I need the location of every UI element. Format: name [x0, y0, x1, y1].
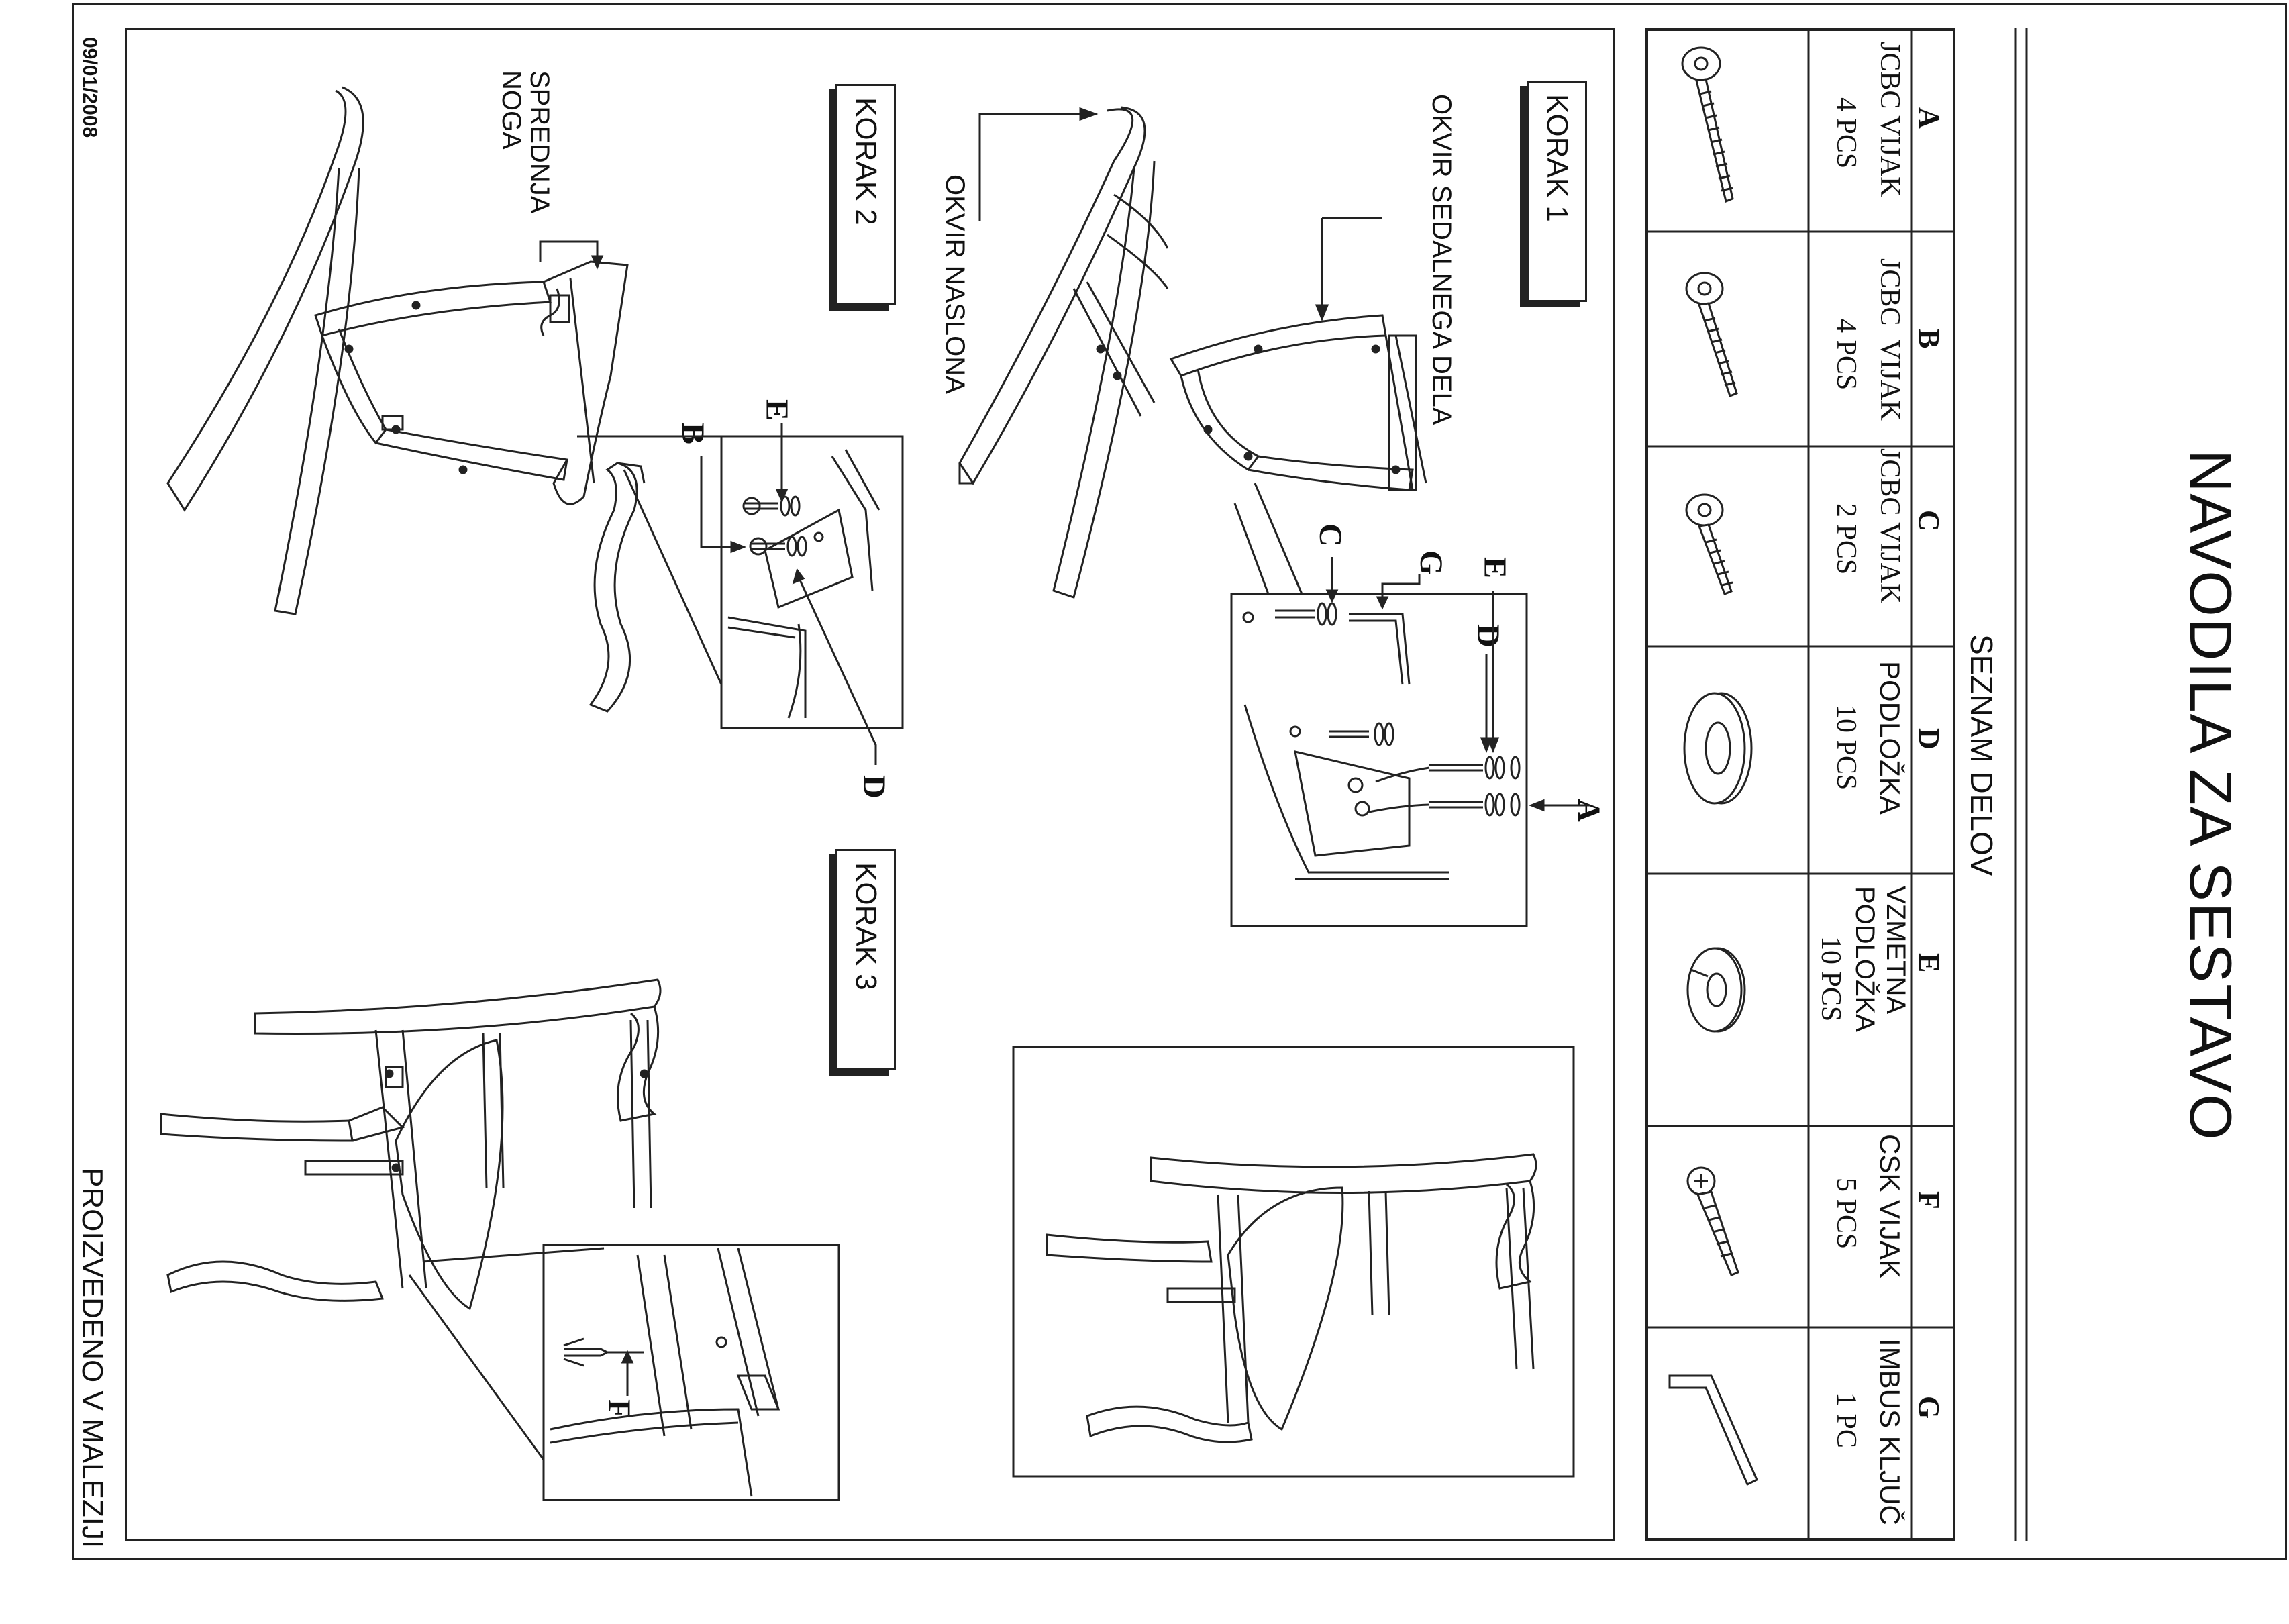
part-c-name: JCBC VIJAK [1874, 448, 1905, 604]
part-g-name: IMBUS KLJUČ [1874, 1339, 1906, 1525]
part-c-letter: C [1913, 510, 1945, 531]
document-date: 09/01/2008 [79, 37, 101, 138]
step2-label-box [835, 84, 896, 305]
part-d-letter: D [1913, 728, 1945, 750]
front-leg-label: SPREDNJA NOGA [497, 70, 554, 214]
step2-callout-d: D [856, 775, 892, 799]
step2-callout-b: B [675, 423, 711, 445]
assembly-area [125, 28, 1615, 1541]
part-e-name: VZMETNA PODLOŽKA [1850, 886, 1911, 1032]
part-b-qty: 4 PCS [1831, 319, 1862, 391]
part-f-qty: 5 PCS [1831, 1178, 1862, 1250]
step2-callout-e: E [759, 399, 795, 421]
part-d-name: PODLOŽKA [1874, 661, 1906, 815]
step1-callout-d: D [1470, 624, 1506, 648]
part-c-qty: 2 PCS [1831, 503, 1862, 575]
step3-label: KORAK 3 [850, 862, 882, 991]
part-b-name: JCBC VIJAK [1874, 258, 1905, 421]
seat-frame-label: OKVIR SEDALNEGA DELA [1427, 94, 1456, 425]
step1-callout-e: E [1477, 557, 1513, 579]
footer-made-in: PROIZVEDENO V MALEZIJI [76, 1168, 109, 1549]
step3-label-box [835, 849, 896, 1070]
back-frame-label: OKVIR NASLONA [940, 174, 970, 394]
part-f-name: CSK VIJAK [1874, 1134, 1906, 1278]
part-a-qty: 4 PCS [1831, 97, 1862, 169]
parts-list-heading: SEZNAM DELOV [1964, 634, 1999, 876]
part-e-letter: E [1913, 953, 1945, 973]
page-border [72, 3, 2287, 1560]
part-g-letter: G [1913, 1396, 1945, 1419]
part-b-letter: B [1913, 329, 1945, 349]
part-f-letter: F [1913, 1191, 1945, 1209]
step1-callout-a: A [1571, 799, 1607, 822]
step1-label: KORAK 1 [1541, 94, 1574, 222]
part-e-qty: 10 PCS [1815, 936, 1846, 1022]
step1-callout-g: G [1413, 550, 1449, 576]
document-title: NAVODILA ZA SESTAVO [2178, 450, 2244, 1141]
part-a-name: JCBC VIJAK [1874, 42, 1905, 197]
part-a-letter: A [1913, 107, 1945, 129]
part-d-qty: 10 PCS [1831, 705, 1862, 791]
part-g-qty: 1 PC [1831, 1392, 1862, 1448]
step1-callout-c: C [1313, 523, 1348, 547]
step1-label-box [1527, 81, 1587, 302]
step3-callout-f: F [601, 1399, 637, 1419]
step2-label: KORAK 2 [850, 97, 882, 225]
